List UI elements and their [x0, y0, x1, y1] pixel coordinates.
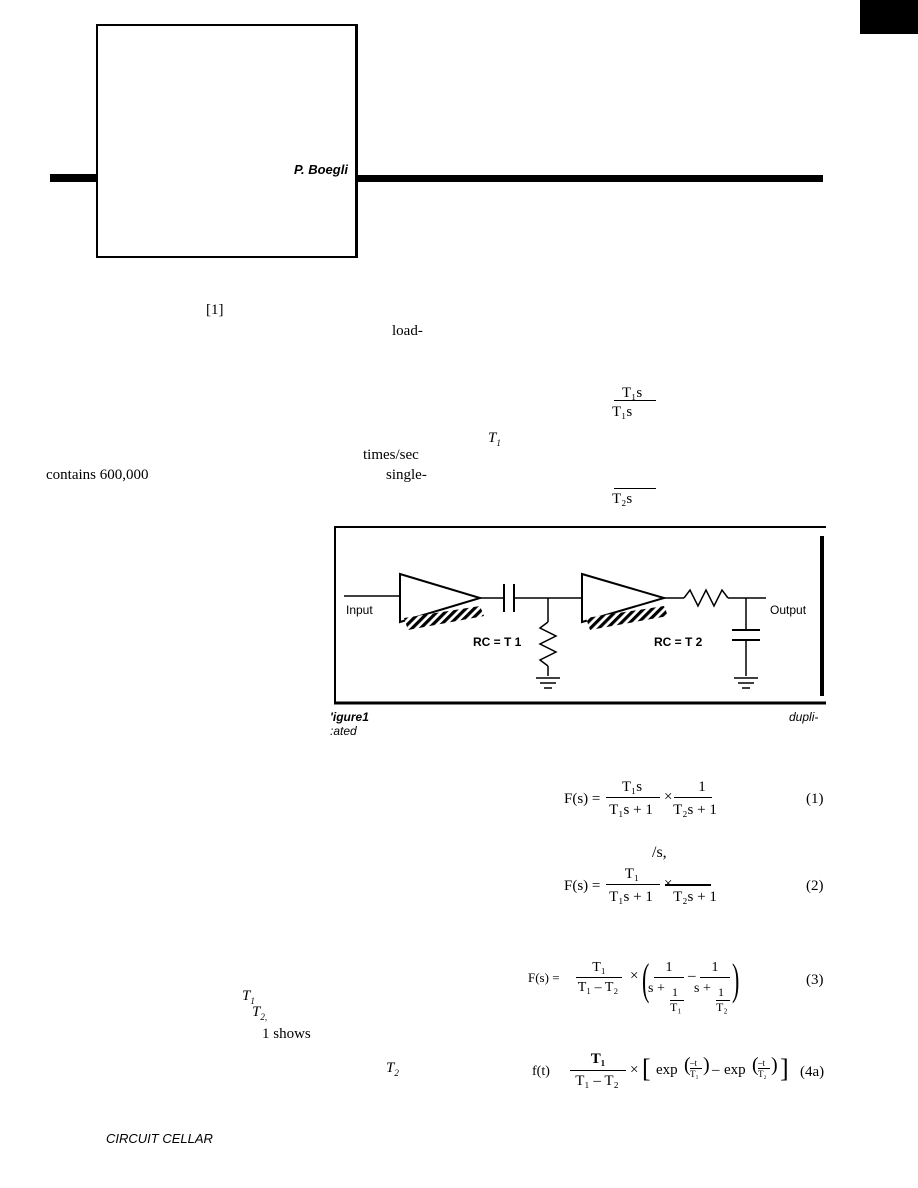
left-paren: ( [642, 955, 650, 1004]
fraction-bar [654, 977, 684, 979]
fraction-bar [665, 884, 711, 886]
header-rule-right [358, 175, 823, 182]
fraction-bar [690, 1068, 702, 1070]
paren: ) [703, 1054, 710, 1076]
text-load: load- [392, 323, 423, 339]
eq4a-arg-den-1: T₁ [690, 1069, 699, 1079]
eq3-minus: – [688, 968, 696, 984]
eq4a-exp-2: exp [724, 1062, 746, 1078]
eq3-times: × [630, 968, 639, 984]
paren: ( [752, 1054, 759, 1076]
eq3-small-num-1: 1 [672, 985, 678, 999]
capacitor-c1 [503, 584, 515, 612]
fraction-bar [614, 488, 656, 490]
eq1-num1: T₁s [621, 779, 643, 795]
eq2-den1: T₁s + 1 [609, 889, 653, 905]
left-bracket: [ [642, 1054, 651, 1083]
eq4a-times: × [630, 1062, 639, 1078]
eq4a-exp-1: exp [656, 1062, 678, 1078]
eq1-number: (1) [806, 791, 824, 807]
paren: ( [684, 1054, 691, 1076]
eq3-inner-den-2: s + [694, 981, 711, 996]
eq2-num1: T₁ [624, 866, 640, 882]
fraction-bar [606, 797, 660, 799]
fraction-bar [700, 977, 730, 979]
fraction-bar [614, 400, 656, 402]
header-rule-left [50, 174, 96, 182]
figure-caption-start: 'igure1 [330, 710, 369, 724]
eq4a-number: (4a) [800, 1064, 825, 1080]
fraction-bar [570, 1070, 626, 1072]
eq3-number: (3) [806, 972, 824, 988]
eq3-small-den-1: T₁ [670, 1000, 682, 1014]
eq2-number: (2) [806, 878, 824, 894]
paren: ) [771, 1054, 778, 1076]
text-times-sec: times/sec [363, 447, 419, 463]
text-single: single- [386, 467, 427, 483]
buffer-amplifier-1 [399, 572, 484, 630]
eq4a-arg-num-1: –t [690, 1058, 698, 1068]
capacitor-c2 [732, 629, 760, 641]
eq3-small-num-2: 1 [718, 985, 724, 999]
eq3-lhs: F(s) = [528, 970, 560, 985]
eq4a-arg-num-2: –t [758, 1058, 766, 1068]
eq4a-minus: – [712, 1062, 720, 1078]
eq3-inner-den-1: s + [648, 981, 665, 996]
eq4a-num1: T₁ [590, 1051, 606, 1067]
text-t2-last: T2 [386, 1060, 399, 1078]
figure-caption-right: dupli- [789, 710, 819, 724]
eq1-den2: T₂s + 1 [673, 802, 717, 818]
text-t1s-mid: T₁s [612, 404, 633, 420]
text-t2s-mid: T₂s [612, 491, 633, 507]
right-bracket: ] [780, 1054, 789, 1083]
resistor-r2 [683, 588, 729, 608]
rc2-label: RC = T 2 [654, 635, 703, 649]
eq3-inner-num-1: 1 [665, 960, 673, 975]
text-t1-italic: T1 [488, 430, 501, 448]
resistor-r1 [538, 598, 558, 676]
text-t1-lower: T1 [242, 988, 255, 1006]
eq3-inner-num-2: 1 [711, 960, 719, 975]
eq2-lhs: F(s) = [564, 878, 601, 894]
rc1-label: RC = T 1 [473, 635, 522, 649]
text-contains: contains 600,000 [46, 467, 149, 483]
eq3-num1: T₁ [592, 960, 606, 975]
fraction-bar [716, 1000, 730, 1002]
buffer-amplifier-2 [581, 572, 668, 630]
fraction-bar [576, 977, 622, 979]
eq1-times: × [664, 789, 673, 805]
eq4a-lhs: f(t) [532, 1064, 550, 1079]
eq1-lhs: F(s) = [564, 791, 601, 807]
author-name: P. Boegli [294, 162, 348, 177]
text-one-shows: 1 shows [262, 1026, 311, 1042]
title-box [96, 24, 358, 258]
reference-marker: [1] [206, 302, 224, 318]
fraction-bar [670, 1000, 684, 1002]
circuit-figure [334, 526, 826, 705]
eq3-den1: T₁ – T₂ [577, 980, 619, 995]
fraction-bar [674, 797, 712, 799]
ground-symbol [536, 677, 560, 689]
eq3-small-den-2: T₂ [716, 1000, 728, 1014]
eq2-den2: T₂s + 1 [673, 889, 717, 905]
text-t2-lower: T2, [252, 1004, 268, 1022]
ground-symbol [734, 677, 758, 689]
eq4a-den1: T₁ – T₂ [575, 1073, 619, 1089]
fraction-bar [606, 884, 660, 886]
text-t1s-top: T₁s [622, 385, 643, 401]
fraction-bar [758, 1068, 770, 1070]
right-paren: ) [732, 955, 740, 1004]
eq1-num2: 1 [698, 779, 706, 795]
output-label: Output [770, 603, 807, 617]
eq1-den1: T₁s + 1 [609, 802, 653, 818]
eq4a-arg-den-2: T₂ [758, 1069, 767, 1079]
input-label: Input [346, 603, 373, 617]
page-corner-mark [860, 0, 918, 34]
figure-caption-continued: :ated [330, 724, 357, 738]
text-per-s: /s, [652, 844, 667, 861]
footer-publication: CIRCUIT CELLAR [106, 1131, 213, 1146]
